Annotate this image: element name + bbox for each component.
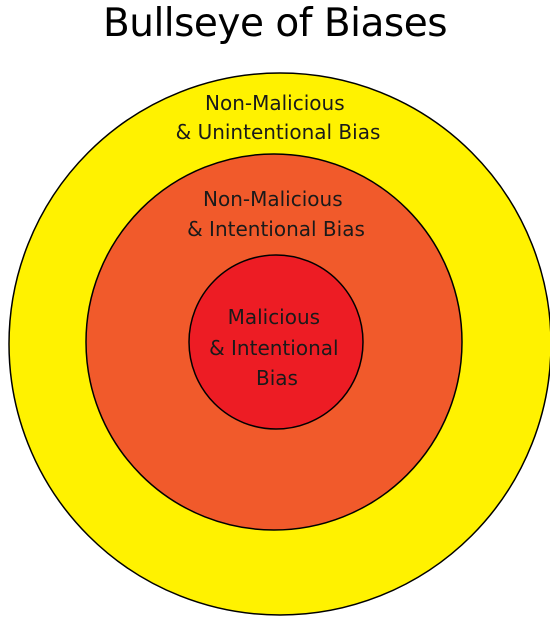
middle-ring-label-line-2: & Intentional Bias [187,217,365,241]
inner-ring-label: Malicious & Intentional Bias [209,305,345,390]
outer-ring-label: Non-Malicious & Unintentional Bias [176,91,381,144]
middle-ring-label: Non-Malicious & Intentional Bias [187,187,365,241]
outer-ring-label-line-2: & Unintentional Bias [176,120,381,144]
inner-ring-label-line-2: & Intentional [209,336,338,360]
inner-ring-label-line-1: Malicious [228,305,321,329]
middle-ring-label-line-1: Non-Malicious [203,187,343,211]
inner-ring [188,254,364,430]
inner-ring-label-line-3: Bias [256,366,298,390]
outer-ring-label-line-1: Non-Malicious [205,91,345,115]
page-title: Bullseye of Biases [102,1,448,46]
